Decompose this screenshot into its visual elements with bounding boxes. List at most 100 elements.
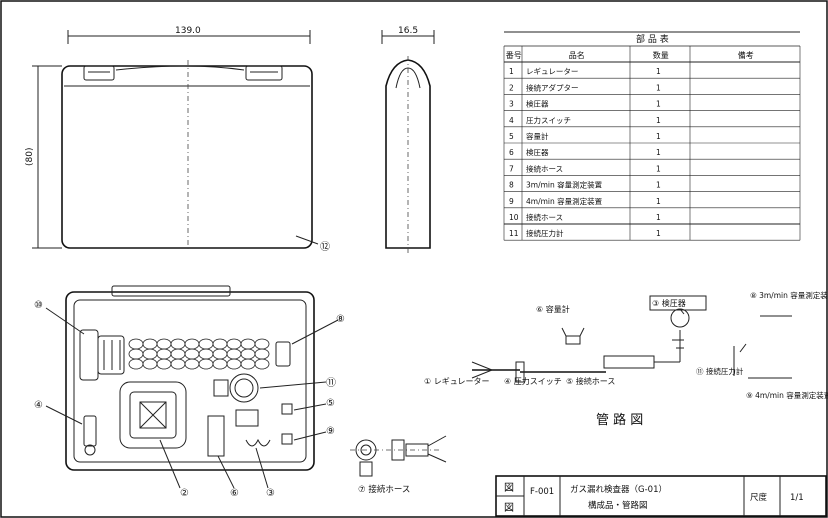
parts-row-qty: 1 [656, 148, 661, 157]
callout-bottom-1: ② [180, 488, 189, 499]
hose-coil-loop [226, 338, 242, 350]
parts-row-qty: 1 [656, 181, 661, 190]
parts-row-name: 検圧器 [526, 147, 549, 157]
schematic-label-outlet-top: ⑧ 3m/min 容量測定装置 [750, 290, 828, 300]
hose-coil-loop [198, 358, 214, 370]
parts-row-name: 接続ホース [526, 163, 563, 173]
parts-row-qty: 1 [656, 67, 661, 76]
parts-table: 部 品 表番号 品名 数量 備考 1 レギュレーター 1 2 接続アダプター 1 3 検圧器 1 4 圧力ス… [503, 31, 801, 241]
hose-coil-loop [254, 358, 270, 370]
callout-bottom-2: ⑥ [230, 488, 239, 499]
schematic-label-regulator: ① レギュレーター [424, 377, 490, 386]
schematic-label-outlet-bottom: ⑨ 4m/min 容量測定装置 [746, 390, 828, 400]
callout-left-top: ⑩ [34, 300, 43, 311]
callout-right-4: ⑨ [326, 426, 335, 437]
parts-table-header: 備考 [738, 50, 754, 60]
drawing-title-line-2: 構成品・管路図 [588, 500, 648, 511]
open-case-view [65, 285, 315, 471]
parts-row-name: 3m/min 容量測定装置 [526, 180, 603, 190]
callout-right-1: ⑧ [336, 314, 345, 325]
title-block: 図 図 F-001 ガス漏れ検査器（G-01） 構成品・管路図 尺度 1/1 [495, 475, 827, 517]
title-block-fig: 図 [504, 482, 514, 494]
hose-coil-loop [212, 358, 228, 370]
parts-row-name: 4m/min 容量測定装置 [526, 196, 603, 206]
schematic-label-gauge: ③ 検圧器 [652, 298, 686, 308]
hose-coil-loop [254, 348, 270, 360]
hose-coil-loop [226, 348, 242, 360]
hose-coil-loop [156, 358, 172, 370]
drawing-number: F-001 [530, 487, 554, 497]
hose-coil-loop [156, 348, 172, 360]
parts-row-number: 7 [509, 164, 514, 173]
depth-dimension: 16.5 [398, 26, 418, 36]
parts-table-title: 部 品 表 [636, 33, 669, 45]
parts-row-number: 5 [509, 132, 514, 141]
parts-row-number: 4 [509, 116, 514, 125]
schematic-label-hose: ⑤ 接続ホース [566, 376, 615, 386]
schematic-label-gauge-right: ⑪ 接続圧力計 [696, 366, 744, 376]
front-callout: ⑫ [320, 241, 330, 253]
parts-row-name: 接続ホース [526, 212, 563, 222]
scale-label: 尺度 [750, 492, 768, 503]
parts-row-number: 2 [509, 83, 514, 92]
parts-row-qty: 1 [656, 229, 661, 238]
hose-coil-loop [170, 338, 186, 350]
parts-row-qty: 1 [656, 116, 661, 125]
parts-row-name: レギュレーター [526, 67, 578, 76]
parts-row-number: 10 [509, 213, 519, 222]
parts-row-qty: 1 [656, 132, 661, 141]
parts-row-name: 圧力スイッチ [526, 115, 571, 125]
callout-bottom-3: ③ [266, 488, 275, 499]
hose-coil-loop [184, 358, 200, 370]
hose-coil-loop [156, 338, 172, 350]
parts-row-name: 接続圧力計 [526, 228, 564, 238]
hose-coil-loop [128, 338, 144, 350]
parts-row-qty: 1 [656, 197, 661, 206]
hose-coil [128, 338, 270, 370]
parts-row-number: 3 [509, 100, 514, 109]
hose-coil-loop [170, 358, 186, 370]
width-dimension: 139.0 [175, 26, 201, 36]
hose-coil-loop [254, 338, 270, 350]
hose-coil-loop [198, 338, 214, 350]
schematic-label-pressure-switch: ④ 圧力スイッチ [504, 376, 562, 386]
parts-table-header: 数量 [653, 50, 669, 60]
hose-coil-loop [184, 338, 200, 350]
hose-coil-loop [142, 338, 158, 350]
hose-coil-loop [142, 358, 158, 370]
connection-detail: ⑦ 接続ホース [350, 435, 447, 495]
hose-coil-loop [128, 358, 144, 370]
parts-table-header: 品名 [569, 50, 585, 60]
parts-row-qty: 1 [656, 213, 661, 222]
parts-row-number: 8 [509, 181, 514, 190]
parts-row-qty: 1 [656, 164, 661, 173]
title-block-name: 図 [504, 502, 514, 514]
parts-row-number: 6 [509, 148, 514, 157]
hose-coil-loop [212, 338, 228, 350]
parts-row-qty: 1 [656, 83, 661, 92]
hose-coil-loop [170, 348, 186, 360]
drawing-title-line-1: ガス漏れ検査器（G-01） [570, 484, 667, 495]
callout-right-3: ⑤ [326, 398, 335, 409]
height-dimension: (80) [25, 148, 35, 166]
parts-row-qty: 1 [656, 100, 661, 109]
schematic-label-meter: ⑥ 容量計 [536, 304, 570, 314]
parts-row-name: 接続アダプター [526, 82, 579, 92]
hose-coil-loop [184, 348, 200, 360]
hose-coil-loop [212, 348, 228, 360]
hose-coil-loop [240, 358, 256, 370]
front-view: 139.0 (80) ⑫ [25, 26, 330, 253]
open-case-callouts: ⑩ ④ ⑧ ⑪ ⑤ ⑨ ② ⑥ ③ [34, 300, 345, 499]
hose-coil-loop [240, 338, 256, 350]
schematic-title: 管 路 図 [596, 412, 643, 428]
callout-right-2: ⑪ [326, 377, 336, 389]
parts-table-header: 番号 [506, 50, 522, 60]
side-view: 16.5 [381, 26, 435, 254]
sheet-number: 1/1 [790, 493, 804, 503]
piping-schematic: ① レギュレーター ④ 圧力スイッチ ⑤ 接続ホース ⑥ 容量計 ③ 検圧器 ⑧… [424, 290, 828, 428]
hose-coil-loop [198, 348, 214, 360]
parts-row-name: 容量計 [526, 131, 549, 141]
parts-row-number: 11 [509, 229, 519, 238]
